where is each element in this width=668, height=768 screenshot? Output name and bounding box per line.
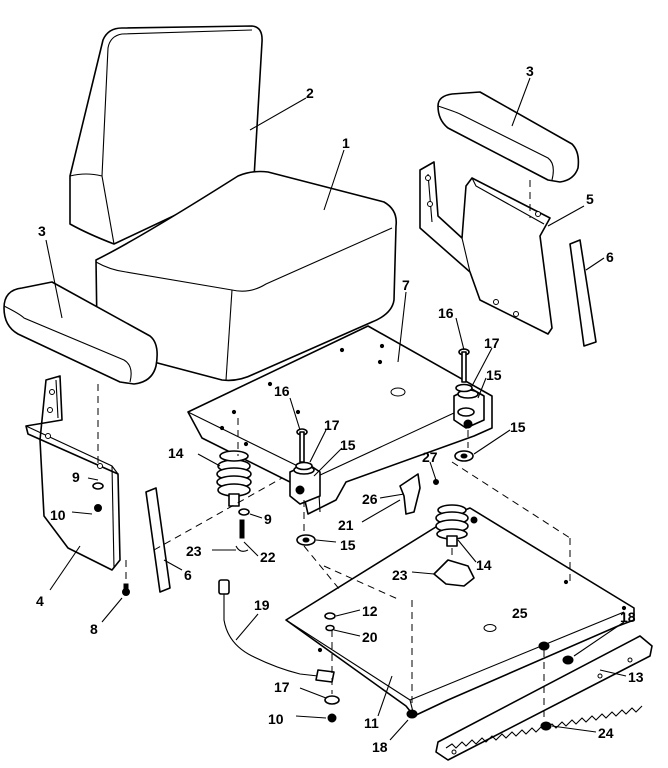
- pin-27: [433, 479, 439, 485]
- armrest-pad-left: [3, 281, 158, 385]
- clip-23-right: [433, 559, 475, 587]
- washer-20: [325, 624, 335, 632]
- callout-17-a: 17: [324, 417, 340, 433]
- assembly-lines: [97, 180, 571, 720]
- callout-1: 1: [342, 135, 350, 151]
- callout-3-left: 3: [38, 223, 46, 239]
- armrest-bracket-left: [25, 375, 121, 571]
- bolt-22: [239, 519, 245, 539]
- callout-9-lower: 9: [264, 511, 272, 527]
- callout-14-right: 14: [476, 557, 492, 573]
- callout-9-upper: 9: [72, 469, 80, 485]
- callout-3-right: 3: [526, 63, 534, 79]
- armrest-pad-right: [437, 91, 580, 183]
- seat-back: [69, 25, 263, 245]
- leader-lines: [45, 77, 627, 741]
- callout-19: 19: [254, 597, 270, 613]
- callout-10-lower: 10: [268, 711, 284, 727]
- spring-right: [435, 504, 469, 547]
- side-bar-right: [569, 239, 597, 347]
- bumper-right: [454, 450, 474, 462]
- callout-16-a: 16: [274, 383, 290, 399]
- clip-23-left: [235, 545, 249, 552]
- armrest-bracket-right: [419, 161, 553, 335]
- callout-24: 24: [598, 725, 614, 741]
- callout-27: 27: [422, 449, 438, 465]
- seat-cushion: [95, 170, 398, 382]
- callout-20: 20: [362, 629, 378, 645]
- callout-17-c: 17: [274, 679, 290, 695]
- callout-17-b: 17: [484, 335, 500, 351]
- callout-7: 7: [402, 277, 410, 293]
- screw-12: [324, 612, 336, 620]
- callout-12: 12: [362, 603, 378, 619]
- side-bar-left: [145, 487, 171, 593]
- callout-6-left: 6: [184, 567, 192, 583]
- callout-labels: 1 2 3 3 4 5 6 6 7 8 9 9 10 10 11 12 13 1…: [36, 63, 644, 755]
- callout-13: 13: [628, 669, 644, 685]
- washer-9-upper: [92, 482, 104, 490]
- callout-25: 25: [512, 605, 528, 621]
- callout-11: 11: [364, 715, 379, 731]
- callout-4: 4: [36, 593, 44, 609]
- bolt-right: [458, 348, 470, 383]
- spring-left: [216, 450, 252, 507]
- callout-23-b: 23: [392, 567, 408, 583]
- callout-15-d: 15: [510, 419, 526, 435]
- callout-10-upper: 10: [50, 507, 66, 523]
- bracket-26: [399, 473, 421, 515]
- callout-15-b: 15: [340, 537, 356, 553]
- washer-right: [455, 383, 473, 393]
- callout-23-a: 23: [186, 543, 202, 559]
- callout-2: 2: [306, 85, 314, 101]
- callout-21: 21: [338, 517, 354, 533]
- screw-10-lower: [327, 713, 337, 723]
- callout-22: 22: [260, 549, 276, 565]
- screw-8: [122, 583, 130, 596]
- callout-15-a: 15: [340, 437, 356, 453]
- callout-5: 5: [586, 191, 594, 207]
- washer-left: [295, 461, 313, 471]
- callout-15-c: 15: [486, 367, 502, 383]
- washer-17-lower: [324, 695, 340, 705]
- callout-26: 26: [362, 491, 378, 507]
- callout-18-b: 18: [620, 609, 636, 625]
- nut-25: [538, 641, 550, 651]
- nut-18-lower: [406, 709, 418, 719]
- screw-24: [540, 721, 552, 731]
- callout-16-b: 16: [438, 305, 454, 321]
- callout-14-left: 14: [168, 445, 184, 461]
- screw-10-upper: [94, 504, 102, 512]
- washer-9-lower: [238, 508, 250, 516]
- nut-18-upper: [562, 655, 574, 665]
- callout-8: 8: [90, 621, 98, 637]
- callout-18-a: 18: [372, 739, 388, 755]
- callout-6-right: 6: [606, 249, 614, 265]
- bumper-left: [296, 534, 316, 546]
